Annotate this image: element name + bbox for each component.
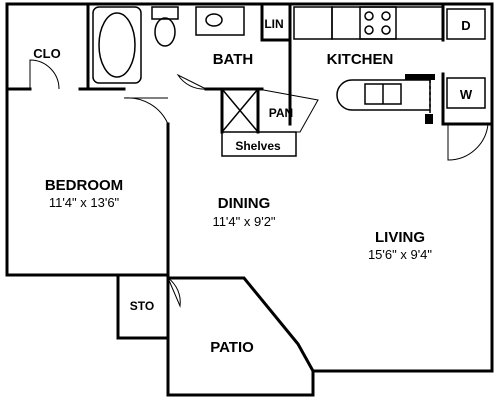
shelves-box [221, 131, 297, 157]
washer-label: W [460, 87, 473, 102]
patio-slider [243, 277, 299, 345]
island-cap-top [405, 74, 435, 80]
shelves-area [221, 88, 297, 157]
bathtub-basin [98, 12, 136, 78]
living-label: LIVING [375, 229, 425, 246]
bath-door-swing [176, 73, 207, 90]
burner-3 [364, 25, 374, 35]
closet-door-swing [29, 59, 60, 90]
living-door-swing [447, 123, 489, 161]
toilet-tank [151, 6, 179, 20]
storage-door-swing [167, 277, 181, 308]
dining-label: DINING [218, 195, 271, 212]
linen-label: LIN [264, 17, 283, 31]
refrigerator [293, 6, 333, 40]
bedroom-label: BEDROOM [45, 177, 123, 194]
shelves-x-2 [221, 88, 259, 133]
kitchen-label: KITCHEN [327, 51, 394, 68]
vanity [195, 6, 245, 36]
bath-fixtures [92, 6, 245, 84]
kitchen-island [336, 79, 431, 111]
island-cap-bottom [425, 114, 433, 124]
dryer-label: D [461, 18, 470, 33]
burner-4 [381, 25, 391, 35]
storage-label: STO [130, 299, 154, 313]
shelves-label: Shelves [235, 139, 281, 153]
stove [359, 6, 397, 40]
living-dims: 15'6" x 9'4" [368, 247, 432, 262]
burner-2 [381, 11, 391, 21]
washer [446, 77, 486, 109]
sink [205, 13, 223, 27]
patio-label: PATIO [210, 339, 254, 356]
burner-1 [364, 11, 374, 21]
dining-dims: 11'4" x 9'2" [212, 214, 275, 229]
kitchen-dark-marks [405, 74, 435, 124]
pantry-label: PAN [269, 106, 293, 120]
bath-label: BATH [213, 51, 254, 68]
kitchen-fixtures [293, 6, 486, 120]
toilet-bowl [154, 17, 176, 47]
dryer [446, 8, 486, 40]
bedroom-dims: 11'4" x 13'6" [49, 195, 120, 210]
bathtub [92, 6, 142, 84]
closet-label: CLO [33, 46, 60, 61]
bedroom-door-swing [123, 97, 169, 125]
